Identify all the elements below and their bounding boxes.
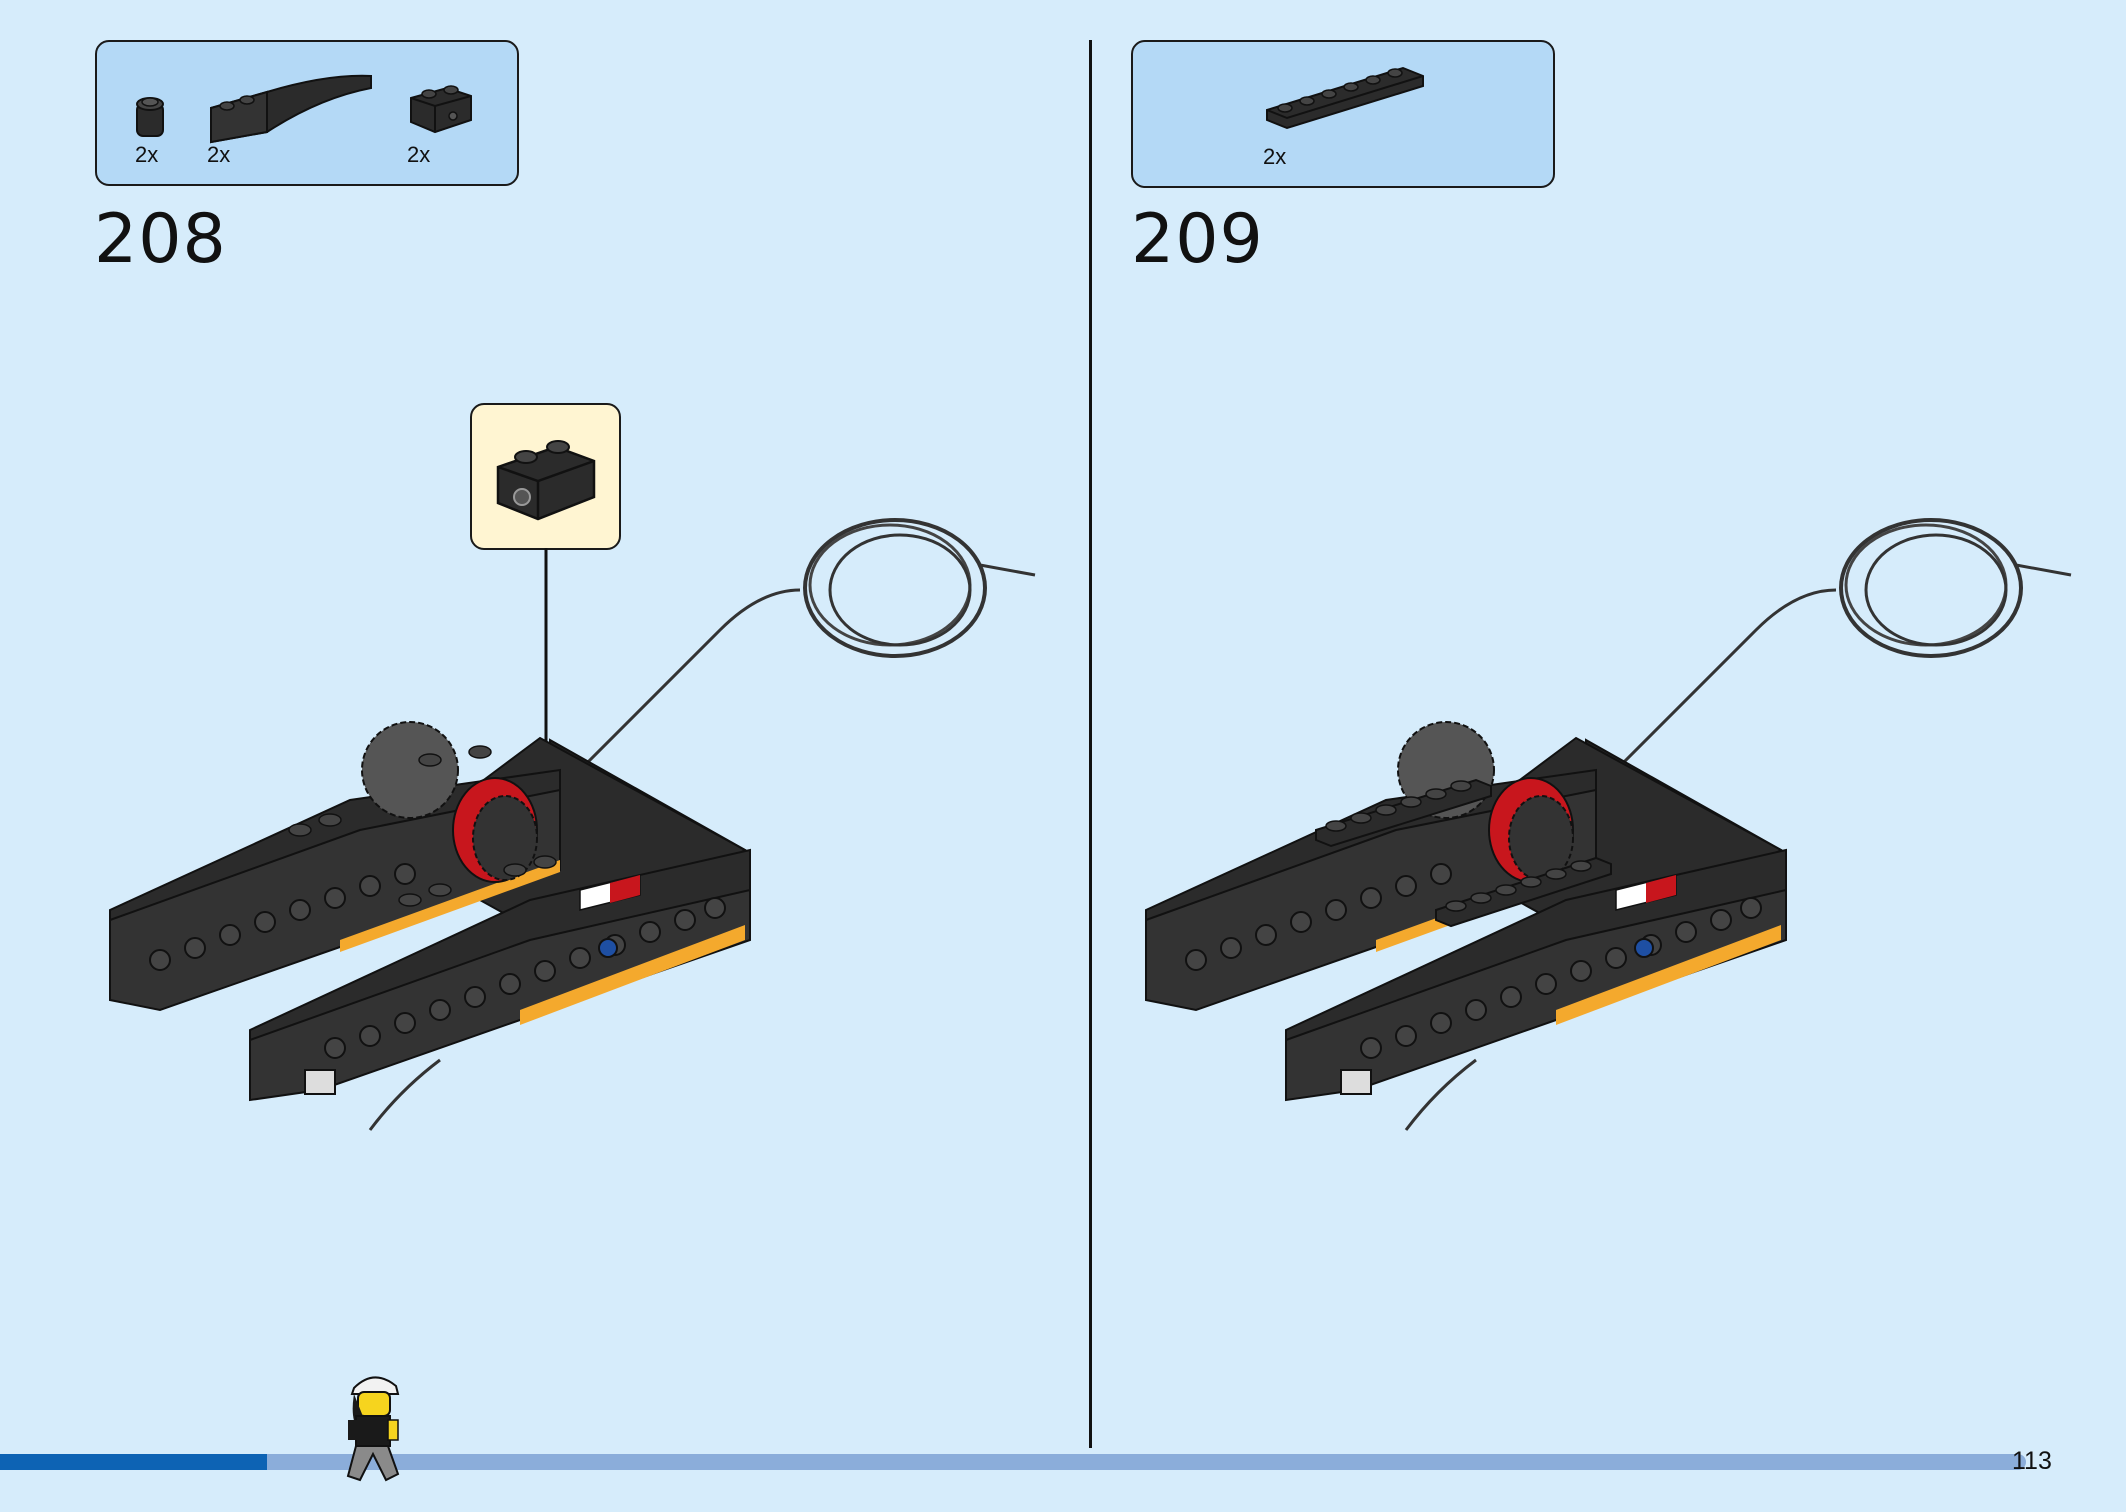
step-number: 209: [1131, 200, 1264, 279]
curved-slope-icon: [210, 74, 372, 144]
minifigure-icon: [346, 1376, 400, 1482]
step-number: 208: [94, 200, 227, 279]
callout-box: [470, 403, 621, 550]
progress-track: [0, 1454, 2026, 1470]
round-brick-icon: [136, 97, 164, 137]
progress-bar: [0, 1452, 2030, 1472]
part-qty: 2x: [135, 142, 159, 167]
plate-icon: [1266, 66, 1424, 130]
parts-list-208: 2x 2x 2x: [95, 40, 519, 186]
page-number: 113: [2012, 1447, 2052, 1475]
model-illustration: [1145, 518, 2072, 1131]
technic-brick-icon: [410, 85, 472, 134]
technic-brick-icon: [496, 440, 596, 521]
part-qty: 2x: [1263, 144, 1287, 169]
page-divider: [1089, 40, 1092, 1448]
part-qty: 2x: [407, 142, 431, 167]
model-illustration: [109, 518, 1036, 1131]
part-qty: 2x: [207, 142, 231, 167]
progress-fill: [0, 1454, 268, 1470]
parts-list-209: 2x: [1131, 40, 1555, 188]
